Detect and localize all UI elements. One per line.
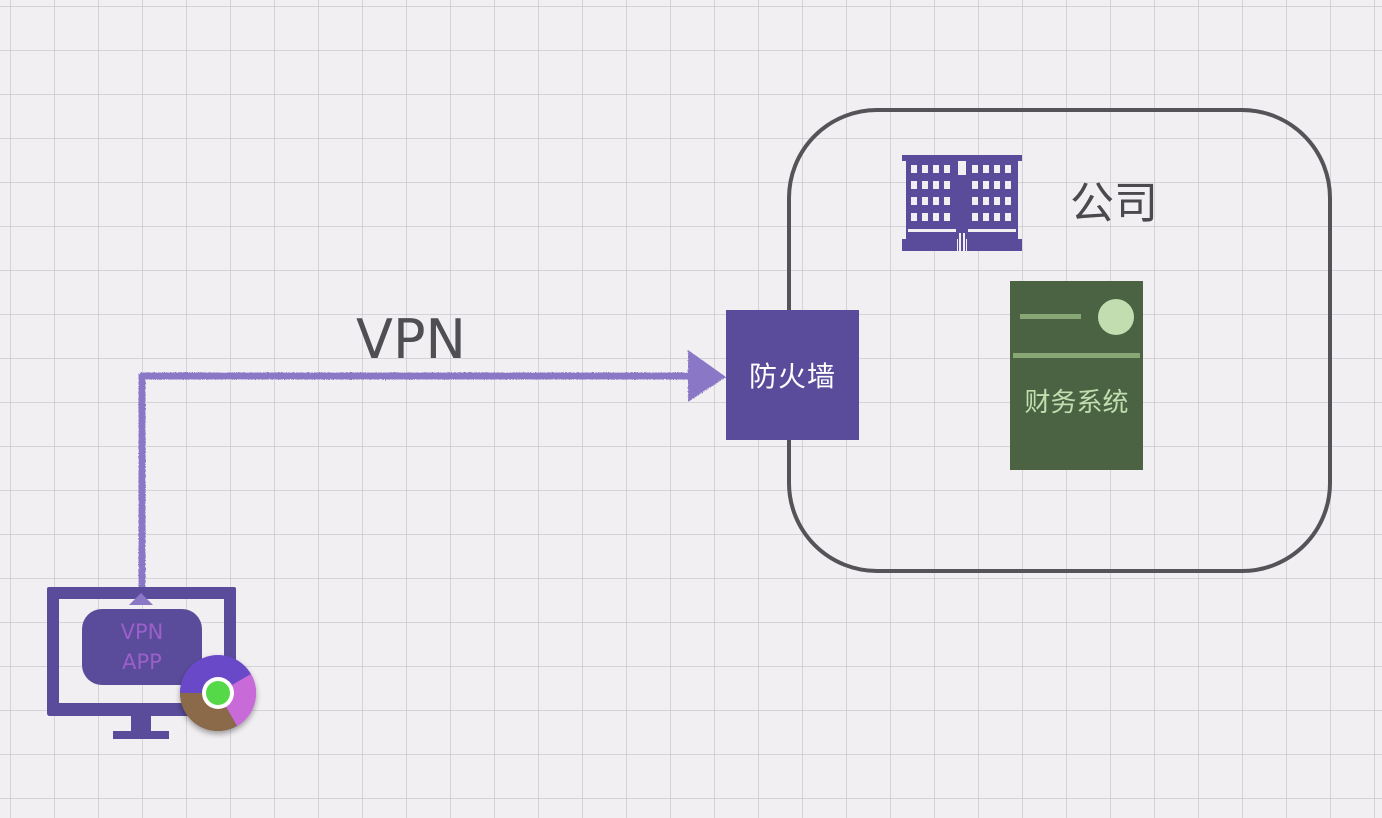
office-building-icon [902, 155, 1022, 251]
vpn-app-label-line-2: APP [122, 650, 162, 674]
server-indicator-light [1098, 299, 1134, 335]
server-divider [1013, 353, 1140, 358]
finance-system-label: 财务系统 [1024, 388, 1129, 418]
finance-system-server: 财务系统 [1010, 281, 1143, 470]
chrome-browser-icon [179, 655, 257, 732]
firewall-node: 防火墙 [726, 310, 859, 440]
server-slot [1020, 314, 1081, 319]
vpn-app-badge: VPN APP [82, 609, 202, 685]
vpn-label: VPN [356, 308, 466, 371]
company-label: 公司 [1070, 178, 1158, 229]
vpn-app-label-line-1: VPN [120, 620, 164, 644]
firewall-label: 防火墙 [748, 360, 836, 393]
